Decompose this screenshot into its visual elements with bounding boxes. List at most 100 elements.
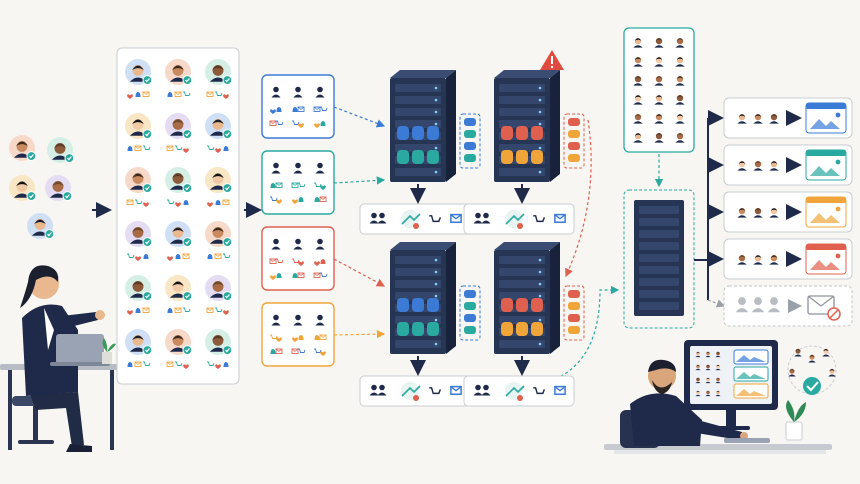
cart-icon — [320, 272, 328, 277]
action-bar — [359, 203, 471, 235]
heart-icon — [320, 351, 326, 356]
heart-icon — [292, 199, 298, 204]
envelope-icon — [554, 213, 566, 224]
avatar — [769, 113, 779, 124]
hub-server — [623, 189, 695, 329]
cart-icon — [533, 215, 546, 223]
disk — [568, 154, 580, 162]
avatar — [695, 390, 701, 397]
avatar — [654, 132, 664, 143]
heart-icon — [270, 109, 276, 114]
avatar — [769, 160, 779, 171]
envelope-icon — [174, 91, 182, 97]
person-icon — [735, 297, 749, 313]
bell-icon — [183, 200, 189, 205]
avatar — [165, 329, 193, 355]
disk — [464, 326, 476, 334]
cart-icon — [276, 258, 284, 263]
avatar — [205, 275, 233, 301]
check-badge-icon — [142, 75, 153, 85]
disk — [516, 298, 528, 312]
heart-icon — [143, 202, 149, 207]
disk — [568, 142, 580, 150]
bell-icon — [292, 107, 298, 112]
avatar — [788, 368, 796, 377]
cart-icon — [270, 334, 278, 339]
avatar — [737, 254, 747, 265]
bell-icon — [167, 92, 173, 97]
envelope-icon — [166, 361, 174, 367]
segment-panel — [261, 150, 335, 215]
cart-icon — [276, 120, 284, 125]
blocked-mail-icon — [807, 295, 841, 321]
disk — [568, 314, 580, 322]
check-badge-icon — [142, 291, 153, 301]
person-icon — [315, 162, 325, 174]
avatar — [822, 348, 830, 357]
disk — [464, 290, 476, 298]
disk — [427, 126, 439, 140]
disk — [501, 126, 513, 140]
check-badge-icon — [182, 345, 193, 355]
disk — [568, 130, 580, 138]
cart-icon — [270, 196, 278, 201]
avatar — [753, 207, 763, 218]
person-icon — [481, 212, 491, 224]
person-icon — [377, 212, 387, 224]
avatar — [165, 167, 193, 193]
avatar — [125, 113, 153, 139]
avatar — [794, 348, 802, 357]
disk — [568, 302, 580, 310]
side-disk-column — [563, 113, 585, 169]
avatar — [828, 368, 836, 377]
heart-icon — [276, 199, 282, 204]
segment-panel — [261, 302, 335, 367]
cart-icon — [167, 199, 175, 204]
avatar — [705, 377, 711, 384]
heart-icon — [276, 337, 282, 342]
avatar — [769, 254, 779, 265]
side-disk-column — [459, 113, 481, 169]
avatar — [808, 354, 816, 363]
bell-icon — [215, 200, 221, 205]
disk — [501, 298, 513, 312]
person-icon — [293, 162, 303, 174]
avatar — [675, 37, 685, 48]
avatar — [753, 113, 763, 124]
disk — [412, 150, 424, 164]
flow-arrow — [707, 299, 726, 308]
envelope-icon — [134, 361, 142, 367]
cart-icon — [183, 307, 191, 312]
check-badge-icon — [222, 183, 233, 193]
heart-icon — [127, 310, 133, 315]
flow-arrow — [333, 106, 386, 128]
disk — [464, 142, 476, 150]
server-top-left — [359, 70, 481, 235]
envelope-icon — [319, 334, 327, 340]
cart-icon — [314, 348, 322, 353]
person-icon — [293, 314, 303, 326]
output-row-blue — [708, 97, 853, 139]
disk — [397, 150, 409, 164]
bell-icon — [298, 335, 304, 340]
avatar — [715, 364, 721, 371]
envelope-icon — [222, 199, 230, 205]
avatar — [633, 75, 643, 86]
avatar — [654, 75, 664, 86]
avatar — [165, 59, 193, 85]
image-card-icon — [805, 243, 847, 275]
avatar — [125, 221, 153, 247]
disk — [516, 126, 528, 140]
avatar — [205, 59, 233, 85]
avatar — [633, 132, 643, 143]
disk — [516, 322, 528, 336]
avatar — [715, 390, 721, 397]
envelope-icon — [142, 91, 150, 97]
source-user-grid — [116, 47, 240, 385]
check-badge-icon — [62, 191, 73, 201]
cart-icon — [127, 253, 135, 258]
action-bar — [463, 375, 575, 407]
action-bar — [359, 375, 471, 407]
envelope-icon — [142, 307, 150, 313]
